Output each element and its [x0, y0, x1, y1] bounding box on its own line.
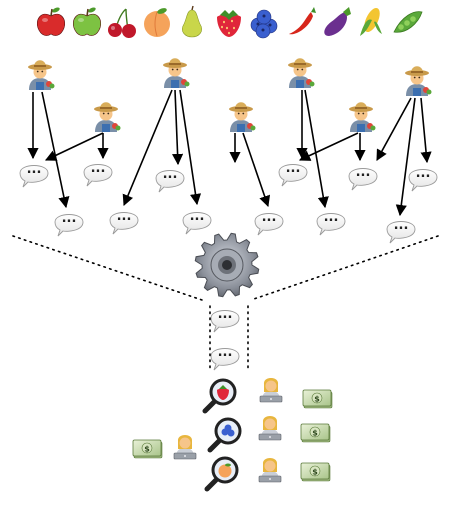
speech-bubble-icon: ··· — [408, 169, 438, 192]
arrows — [27, 89, 432, 217]
funnel-lines — [12, 235, 439, 373]
speech-bubble-icon: ··· — [316, 213, 346, 236]
buyer-row: $ — [204, 456, 331, 492]
magnifier-peach-icon — [204, 456, 239, 492]
speech-bubble-icon: ··· — [83, 164, 113, 187]
bubble-ellipsis: ··· — [218, 311, 233, 326]
flow-arrow — [242, 132, 271, 208]
flow-arrow — [44, 132, 104, 161]
bubble-ellipsis: ··· — [117, 213, 132, 228]
funnel-line — [12, 235, 203, 301]
chili-pepper-icon — [289, 7, 316, 35]
farmer-icon — [28, 60, 55, 90]
funnel-line — [250, 235, 439, 301]
money-symbol: $ — [312, 468, 318, 477]
laptop-buyer-icon — [173, 435, 197, 460]
speech-bubble-icon: ··· — [348, 168, 378, 191]
peach-icon — [144, 8, 170, 37]
farmer-icon — [94, 102, 121, 132]
blueberries-icon — [250, 9, 278, 39]
flow-arrow — [122, 89, 173, 207]
bubble-ellipsis: ··· — [286, 165, 301, 180]
pear-icon — [181, 5, 203, 38]
flow-arrow — [41, 91, 70, 209]
pea-pod-icon — [393, 11, 423, 33]
flow-arrow — [179, 89, 202, 206]
money-bills-icon: $ — [300, 462, 331, 482]
magnifier-strawberry-icon — [202, 378, 237, 414]
money-symbol: $ — [144, 445, 150, 454]
money-symbol: $ — [314, 395, 320, 404]
laptop-buyer-icon — [258, 458, 282, 483]
payer: $ — [132, 435, 197, 460]
flow-arrow — [171, 89, 184, 166]
speech-bubble-icon: ··· — [254, 213, 284, 236]
flow-arrow — [304, 89, 329, 209]
bubble-ellipsis: ··· — [324, 214, 339, 229]
bubble-ellipsis: ··· — [163, 171, 178, 186]
speech-bubble-icon: ··· — [182, 212, 212, 235]
magnifier-blueberries-icon — [207, 417, 242, 453]
farmer-icon — [288, 58, 315, 88]
strawberry-icon — [217, 10, 241, 37]
green-apple-icon — [72, 7, 102, 36]
money-bills-icon: $ — [300, 423, 331, 443]
farmers — [28, 58, 432, 132]
bubble-ellipsis: ··· — [218, 349, 233, 364]
bubble-ellipsis: ··· — [62, 215, 77, 230]
speech-bubble-icon: ··· — [19, 165, 49, 188]
speech-bubble-icon: ··· — [210, 348, 240, 371]
bubble-ellipsis: ··· — [91, 165, 106, 180]
money-symbol: $ — [312, 429, 318, 438]
money-bills-icon: $ — [132, 439, 163, 459]
eggplant-icon — [324, 7, 351, 36]
bubble-ellipsis: ··· — [262, 214, 277, 229]
speech-bubble-icon: ··· — [210, 310, 240, 333]
speech-bubble-icon: ··· — [278, 164, 308, 187]
speech-bubble-icon: ··· — [109, 212, 139, 235]
bubble-ellipsis: ··· — [416, 170, 431, 185]
corn-icon — [360, 7, 382, 36]
bubble-ellipsis: ··· — [27, 166, 42, 181]
flow-arrow — [420, 97, 432, 164]
farmer-icon — [349, 102, 376, 132]
farmer-icon — [229, 102, 256, 132]
farmer-icon — [405, 66, 432, 96]
speech-bubble-icon: ··· — [155, 170, 185, 193]
red-apple-icon — [36, 7, 66, 36]
cherries-icon — [108, 8, 136, 38]
flow-arrow — [395, 97, 416, 217]
speech-bubble-icon: ··· — [54, 214, 84, 237]
flow-arrow — [298, 132, 359, 161]
bubble-ellipsis: ··· — [356, 169, 371, 184]
speech-bubble-icon: ··· — [386, 221, 416, 244]
gear-icon — [194, 232, 260, 298]
farmer-icon — [163, 58, 190, 88]
produce-row — [36, 5, 423, 39]
buyer-row: $ — [202, 378, 333, 414]
buyer-row: $ — [207, 416, 331, 453]
buyers: $ $ $ $ — [132, 378, 333, 492]
laptop-buyer-icon — [259, 378, 283, 403]
processor-gear — [194, 232, 260, 298]
flow-arrow — [376, 97, 412, 161]
speech-bubbles: ··· ··· ··· ··· ··· ··· ··· ··· ··· ··· ··· ··· ··· ·… — [19, 164, 438, 371]
money-bills-icon: $ — [302, 389, 333, 409]
laptop-buyer-icon — [258, 416, 282, 441]
bubble-ellipsis: ··· — [190, 213, 205, 228]
bubble-ellipsis: ··· — [394, 222, 409, 237]
